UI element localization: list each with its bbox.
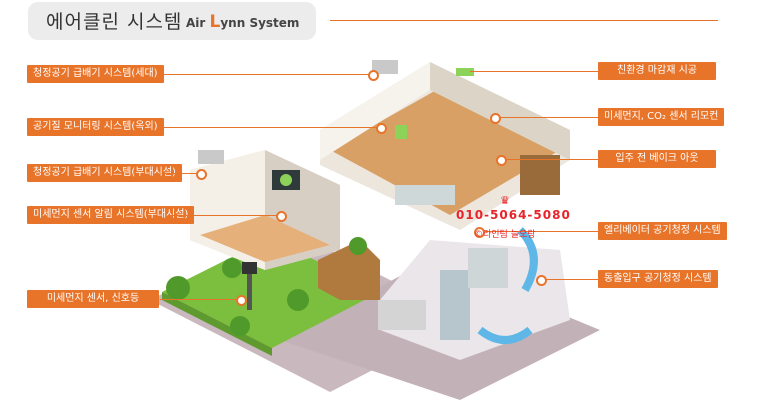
pointer-dot: [536, 275, 547, 286]
brand-logo-text: Air Lynn System: [186, 12, 299, 32]
label-entrance-air-purifier: 동출입구 공기청정 시스템: [598, 270, 718, 288]
label-fine-dust-alert: 미세먼지 센서 알림 시스템(부대시설): [27, 206, 195, 224]
playground: [318, 240, 380, 300]
brand-prefix: Air: [186, 16, 206, 30]
leader-line: [168, 215, 280, 216]
leader-line: [164, 173, 198, 174]
sensor-pole: [247, 270, 252, 310]
airflow-arrow-2: [477, 326, 533, 344]
leader-line: [164, 127, 380, 128]
dining-table: [395, 185, 455, 205]
brand-logo-letter: L: [209, 12, 221, 32]
traffic-light: [242, 262, 257, 274]
leader-line: [160, 299, 240, 300]
pointer-dot: [496, 155, 507, 166]
pointer-dot: [368, 70, 379, 81]
leader-line: [494, 117, 598, 118]
leader-line: [540, 279, 598, 280]
gym-floor: [200, 215, 330, 262]
main-wall-left: [320, 62, 430, 160]
leader-line: [470, 71, 598, 72]
watermark-brand: ©라인팀 늘오랑: [474, 230, 536, 240]
tree: [222, 258, 242, 278]
wardrobe: [520, 155, 560, 195]
grass-edge: [162, 292, 272, 356]
vent-unit-gym: [198, 150, 224, 164]
main-wall-right: [430, 62, 570, 160]
brand-suffix: ynn System: [220, 16, 300, 30]
airflow-arrow-1: [517, 227, 538, 292]
tree: [230, 316, 250, 336]
label-dust-co2-remote: 미세먼지, CO₂ 센서 리모컨: [598, 108, 725, 126]
label-fine-dust-sensor-signal: 미세먼지 센서, 신호등: [27, 290, 159, 308]
main-floor-wood: [330, 88, 560, 215]
lobby-building: [380, 240, 570, 360]
label-bake-out: 입주 전 베이크 아웃: [598, 150, 716, 168]
gym-monitor-indicator: [280, 174, 292, 186]
eco-plant-sign: [456, 68, 474, 76]
tree: [287, 289, 309, 311]
label-supply-exhaust-facility: 청정공기 급배기 시스템(부대시설): [27, 164, 182, 182]
label-elevator-air-purifier: 엘리베이터 공기청정 시스템: [598, 222, 727, 240]
pointer-dot: [236, 295, 247, 306]
pointer-dot: [376, 123, 387, 134]
elevator-panel: [468, 248, 508, 288]
leader-line: [478, 231, 598, 232]
header-pill: [28, 2, 316, 40]
watermark-phone: 010-5064-5080: [456, 208, 571, 222]
leader-line: [500, 159, 598, 160]
watermark-crown: ♛: [500, 194, 510, 207]
tree: [166, 276, 190, 300]
header-divider: [330, 20, 718, 21]
tree: [349, 237, 367, 255]
pointer-dot: [490, 113, 501, 124]
pointer-dot: [276, 211, 287, 222]
label-air-quality-monitoring: 공기질 모니터링 시스템(옥외): [27, 118, 164, 136]
label-supply-exhaust-household: 청정공기 급배기 시스템(세대): [27, 65, 164, 83]
mailboxes: [378, 300, 426, 330]
pointer-dot: [474, 227, 485, 238]
label-eco-finish: 친환경 마감재 시공: [598, 62, 716, 80]
pointer-dot: [196, 169, 207, 180]
elevator-door: [440, 270, 470, 340]
page-title: 에어클린 시스템: [46, 11, 183, 33]
sensor-panel: [395, 125, 407, 139]
vent-unit-house: [372, 60, 398, 74]
leader-line: [164, 74, 372, 75]
